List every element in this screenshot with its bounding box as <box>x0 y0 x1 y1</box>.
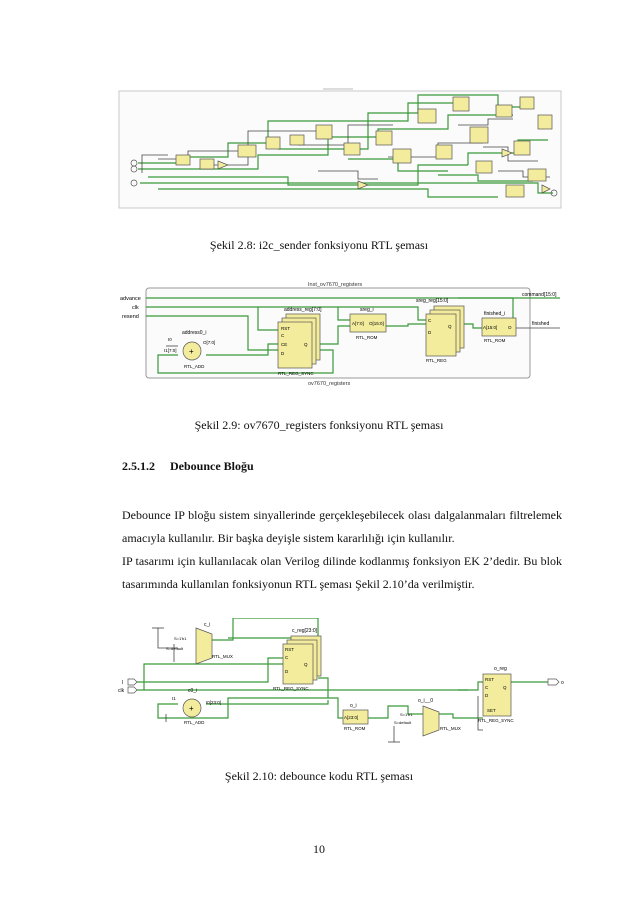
footer-label: ov7670_registers <box>308 381 350 387</box>
add-name-label: address0_i <box>182 330 206 336</box>
c-reg-pin-rst: RST <box>285 647 294 652</box>
c0-i-label: c0_i <box>188 688 197 694</box>
c0-add-type: RTL_ADD <box>184 720 205 725</box>
c-mux-type: RTL_MUX <box>212 654 233 659</box>
figure-2-8 <box>118 85 563 215</box>
o-i-0-label: o_i__0 <box>418 698 433 704</box>
rom-out-label: O[15:0] <box>369 321 384 326</box>
out-o-label: o <box>561 680 564 686</box>
section-title: Debounce Bloğu <box>170 459 254 473</box>
o-reg-pin-q: Q <box>503 685 507 690</box>
c-i-label: c_i <box>204 622 210 628</box>
o-mux-def: S=default <box>394 720 412 725</box>
rom-type-label: RTL_ROM <box>356 335 378 340</box>
sreg-pin-d: D <box>428 330 432 335</box>
o-mux-type: RTL_MUX <box>440 726 461 731</box>
o-reg-pin-c: C <box>485 685 489 690</box>
fin-type-label: RTL_ROM <box>484 338 506 343</box>
input-port-clk <box>127 686 138 694</box>
o-reg-pin-set: SET <box>487 708 496 713</box>
o-i-label: o_i <box>350 703 357 709</box>
figure-2-8-caption: Şekil 2.8: i2c_sender fonksiyonu RTL şem… <box>209 238 429 252</box>
sreg-reg-label: sreg_reg[15:0] <box>416 298 449 304</box>
figure-2-9: Inst_ov7670_registers ov7670_registers a… <box>118 278 560 393</box>
c0-adder <box>182 698 202 718</box>
sreg-reg-block <box>425 313 457 357</box>
finished-rom-block <box>481 317 517 337</box>
c0-add-i1: I1 <box>172 696 176 701</box>
add-i0-label: I0 <box>168 337 172 342</box>
c-reg-block <box>282 643 314 685</box>
c-mux <box>195 627 213 665</box>
o-rom-addr: A[23:0] <box>344 715 358 720</box>
addr-pin-q: Q <box>304 342 308 347</box>
add-o-label: O[7:0] <box>203 340 215 345</box>
input-port-i <box>127 678 138 686</box>
c-reg-pin-q: Q <box>304 662 308 667</box>
svg-text:+: + <box>189 347 194 356</box>
c0-add-i0: I0[23:0] <box>206 700 221 705</box>
o-reg-block <box>482 673 512 717</box>
c-reg-pin-d: D <box>285 669 289 674</box>
figure-2-9-caption: Şekil 2.9: ov7670_registers fonksiyonu R… <box>194 418 444 432</box>
i2c-sender-rtl-schematic <box>118 88 562 209</box>
section-heading: 2.5.1.2 Debounce Bloğu <box>122 459 254 474</box>
fin-o-label: O <box>508 325 512 330</box>
sreg-rom-block <box>349 313 387 333</box>
sreg-pin-q: Q <box>448 324 452 329</box>
inst-label: Inst_ov7670_registers <box>308 282 362 288</box>
add-type-label: RTL_ADD <box>184 364 205 369</box>
in-i-label: I <box>122 680 123 686</box>
sreg-pin-c: C <box>428 318 432 323</box>
paragraph-2: IP tasarımı için kullanılacak olan Veril… <box>122 554 562 591</box>
in-clk-label: clk <box>118 688 125 694</box>
paragraph-1: Debounce IP bloğu sistem sinyallerinde g… <box>122 508 562 545</box>
section-number: 2.5.1.2 <box>122 459 155 473</box>
in-clk-label: clk <box>132 305 139 311</box>
in-resend-label: resend <box>122 314 139 320</box>
o-reg-type: RTL_REG_SYNC <box>478 718 514 723</box>
sreg-type-label: RTL_REG <box>426 358 447 363</box>
page-number: 10 <box>313 842 325 856</box>
in-advance-label: advance <box>120 296 141 302</box>
c-reg-pin-c: C <box>285 655 289 660</box>
c-reg-label: c_reg[23:0] <box>292 628 318 634</box>
addr-pin-rst: RST <box>281 326 290 331</box>
o-mux-s1: S=1'b1 <box>400 712 413 717</box>
o-rom-block <box>342 709 369 725</box>
addr-reg-type: RTL_REG_SYNC <box>278 371 314 376</box>
c-reg-type: RTL_REG_SYNC <box>273 686 309 691</box>
out-finished-label: finished <box>532 321 549 327</box>
o-reg-pin-rst: RST <box>485 677 494 682</box>
figure-2-10-caption: Şekil 2.10: debounce kodu RTL şeması <box>224 769 414 783</box>
address-adder <box>182 341 202 361</box>
rom-addr-label: A[7:0] <box>352 321 364 326</box>
figure-2-10: c_i S=1'b1 S=default RTL_MUX c_reg[23:0]… <box>118 617 564 763</box>
output-port-o <box>547 678 560 686</box>
c-mux-def: S=default <box>166 646 184 651</box>
o-rom-type: RTL_ROM <box>344 726 366 731</box>
finished-i-label: finished_i <box>484 311 505 317</box>
addr-pin-d: D <box>281 351 285 356</box>
out-command-label: command[15:0] <box>522 292 557 298</box>
o-reg-pin-d: D <box>485 693 489 698</box>
address-reg-block <box>277 321 313 369</box>
sreg-i-label: sreg_i <box>360 307 374 313</box>
o-mux <box>422 705 440 737</box>
add-i1-label: I1[7:0] <box>164 348 177 353</box>
fin-addr-label: A[15:0] <box>483 325 497 330</box>
ov7670-registers-rtl-schematic: Inst_ov7670_registers ov7670_registers a… <box>120 282 560 387</box>
body-text: Debounce IP bloğu sistem sinyallerinde g… <box>122 504 562 596</box>
c-mux-s1: S=1'b1 <box>174 636 187 641</box>
o-reg-label: o_reg <box>494 666 507 672</box>
svg-text:+: + <box>189 704 194 713</box>
addr-reg-label: address_reg[7:0] <box>284 307 322 313</box>
debounce-rtl-schematic: c_i S=1'b1 S=default RTL_MUX c_reg[23:0]… <box>118 617 564 743</box>
addr-pin-c: C <box>281 333 285 338</box>
addr-pin-ce: CE <box>281 342 287 347</box>
